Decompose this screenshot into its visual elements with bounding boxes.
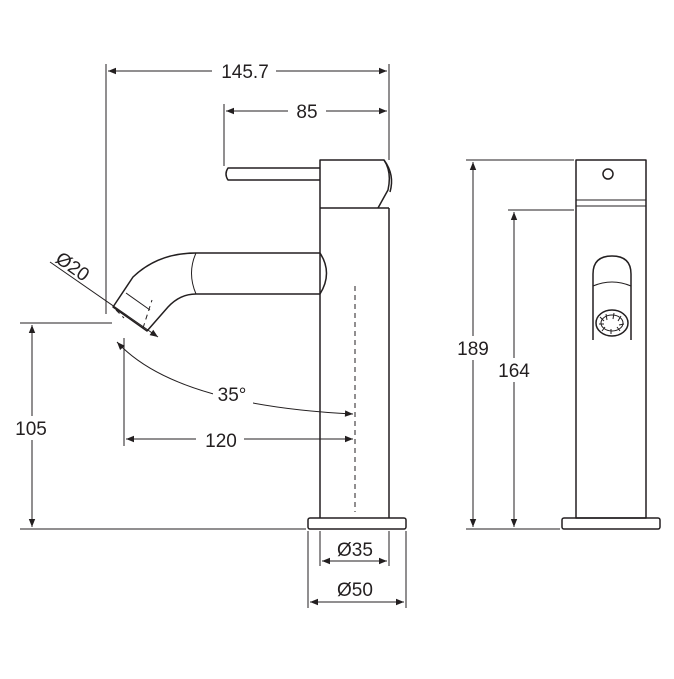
spout-projection-label: 120 xyxy=(205,431,237,452)
lever xyxy=(225,167,320,181)
body-height-label: 164 xyxy=(498,361,530,382)
handle-cap xyxy=(319,159,391,209)
spout-angle-label: 35° xyxy=(218,385,247,406)
spout-diameter-dimension-line xyxy=(49,261,159,338)
spout xyxy=(112,252,320,332)
overall-height-label: 189 xyxy=(457,339,489,360)
side-dimensions: 189 164 xyxy=(452,159,574,530)
spout-opening xyxy=(592,255,632,340)
side-body xyxy=(575,159,647,519)
spout-height-label: 105 xyxy=(15,419,47,440)
side-base-plate xyxy=(561,517,661,530)
front-dimensions: 145.7 85 Ø20 105 35° 120 Ø35 Ø5 xyxy=(10,60,407,608)
lever-reach-label: 85 xyxy=(296,102,317,123)
base-diameter-label: Ø50 xyxy=(337,580,373,601)
spout-angle-arc xyxy=(116,341,354,417)
indicator-dot xyxy=(602,168,614,180)
aerator-icon xyxy=(595,309,629,337)
spout-diameter-label: Ø20 xyxy=(51,248,92,286)
base-plate xyxy=(307,517,407,530)
body-diameter-label: Ø35 xyxy=(337,540,373,561)
front-view xyxy=(112,159,407,530)
side-view xyxy=(561,159,661,530)
overall-reach-label: 145.7 xyxy=(221,62,269,83)
